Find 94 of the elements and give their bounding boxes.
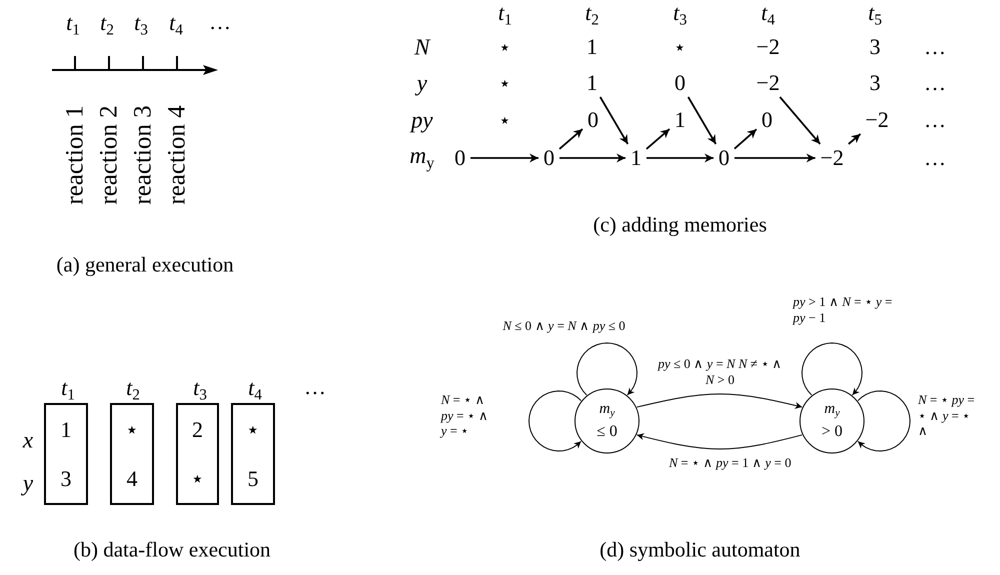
reaction-label: reaction 1 xyxy=(62,105,88,205)
memory-value: 1 xyxy=(584,72,600,94)
ellipsis: … xyxy=(924,36,946,58)
time-label: t$_{4}$ xyxy=(761,2,775,28)
transition-arrow xyxy=(576,342,638,396)
transition-arrow xyxy=(857,390,910,452)
time-label: t$_{1}$ xyxy=(66,12,80,38)
transition-arrow xyxy=(636,394,803,409)
cell-value: ⋆ xyxy=(246,416,260,442)
state-label: ≤ 0 xyxy=(596,423,618,442)
cell-value: ⋆ xyxy=(190,466,204,492)
time-label: t$_{2}$ xyxy=(100,12,114,38)
reaction-label: reaction 2 xyxy=(96,105,122,205)
arrow xyxy=(779,96,821,145)
cell-value: 5 xyxy=(248,466,258,492)
time-label: t$_{3}$ xyxy=(673,2,687,28)
cell-value: 3 xyxy=(60,466,72,492)
time-step-box xyxy=(176,403,219,505)
row-label: y xyxy=(416,72,428,94)
time-step-box xyxy=(231,403,275,505)
transition-label: py > 1 ∧ N = ⋆ y = py − 1 xyxy=(793,294,894,326)
memory-value: 1 xyxy=(628,147,644,169)
arrow xyxy=(560,154,626,162)
table-value: 1 xyxy=(586,36,598,58)
time-label: t$_{1}$ xyxy=(61,377,75,403)
time-label: t$_{2}$ xyxy=(585,2,599,28)
arrow xyxy=(734,128,758,150)
row-label: N xyxy=(414,36,430,58)
caption: (b) data-flow execution xyxy=(73,540,271,560)
state-circle xyxy=(574,388,640,454)
table-value: ⋆ xyxy=(498,74,512,94)
reaction-label: reaction 4 xyxy=(164,105,190,205)
table-value: −2 xyxy=(756,36,780,58)
transition-arrow xyxy=(802,342,862,396)
table-value: ⋆ xyxy=(498,38,512,58)
arrow xyxy=(558,128,584,150)
memory-value: −2 xyxy=(818,147,846,169)
time-label: t$_{5}$ xyxy=(868,2,882,28)
state-label: > 0 xyxy=(821,423,843,442)
table-value: 3 xyxy=(870,36,880,58)
state-label: m$_{y}$ xyxy=(599,400,615,420)
caption: (a) general execution xyxy=(56,254,234,276)
memory-value: 1 xyxy=(672,109,688,131)
memory-value: 0 xyxy=(716,147,732,169)
ellipsis: … xyxy=(924,109,946,131)
arrow xyxy=(646,128,670,150)
time-label: t$_{4}$ xyxy=(169,12,183,38)
memory-value: 0 xyxy=(586,109,600,131)
time-step-box xyxy=(110,403,154,505)
transition-label: py ≤ 0 ∧ y = N N ≠ ⋆ ∧ N > 0 xyxy=(656,356,784,388)
state-circle xyxy=(799,388,865,454)
row-label: y xyxy=(22,472,34,494)
memory-value: 0 xyxy=(672,72,688,94)
table-value: ⋆ xyxy=(498,111,512,131)
time-label: t$_{1}$ xyxy=(498,2,512,28)
memory-value: −2 xyxy=(863,109,891,131)
reaction-label: reaction 3 xyxy=(130,105,156,205)
ellipsis: … xyxy=(304,376,326,398)
time-label: t$_{2}$ xyxy=(126,377,140,403)
memory-value: −2 xyxy=(754,72,782,94)
cell-value: 4 xyxy=(126,466,138,492)
time-label: t$_{4}$ xyxy=(248,377,262,403)
table-value: ⋆ xyxy=(674,38,686,58)
ellipsis: … xyxy=(924,72,946,94)
cell-value: ⋆ xyxy=(125,416,139,442)
arrow xyxy=(687,96,717,144)
table-value: 3 xyxy=(870,72,880,94)
ellipsis: … xyxy=(924,147,946,169)
arrow xyxy=(599,96,629,144)
row-label: x xyxy=(22,428,34,452)
ellipsis: … xyxy=(209,11,231,33)
arrow xyxy=(734,154,816,162)
transition-label: N = ⋆ ∧ py = 1 ∧ y = 0 xyxy=(669,455,792,471)
arrow xyxy=(470,154,538,162)
arrow xyxy=(646,154,714,162)
memory-value: 0 xyxy=(452,147,468,169)
caption: (c) adding memories xyxy=(593,214,767,236)
transition-arrow xyxy=(528,390,582,452)
transition-label: N = ⋆ ∧ py = ⋆ ∧ y = ⋆ xyxy=(441,392,490,439)
transition-arrow xyxy=(636,433,803,450)
time-step-box xyxy=(44,403,88,505)
caption: (d) symbolic automaton xyxy=(600,540,800,560)
time-label: t$_{3}$ xyxy=(193,377,207,403)
row-label: py xyxy=(411,108,433,132)
row-label: m$_{y}$ xyxy=(410,144,434,172)
arrow xyxy=(848,133,861,145)
cell-value: 1 xyxy=(60,416,72,442)
state-label: m$_{y}$ xyxy=(824,400,840,420)
transition-label: N ≤ 0 ∧ y = N ∧ py ≤ 0 xyxy=(502,318,626,334)
time-label: t$_{3}$ xyxy=(134,12,148,38)
memory-value: 0 xyxy=(760,109,774,131)
memory-value: 0 xyxy=(542,147,556,169)
cell-value: 2 xyxy=(192,416,203,442)
transition-label: N = ⋆ py = ⋆ ∧ y = ⋆ ∧ xyxy=(918,392,976,439)
